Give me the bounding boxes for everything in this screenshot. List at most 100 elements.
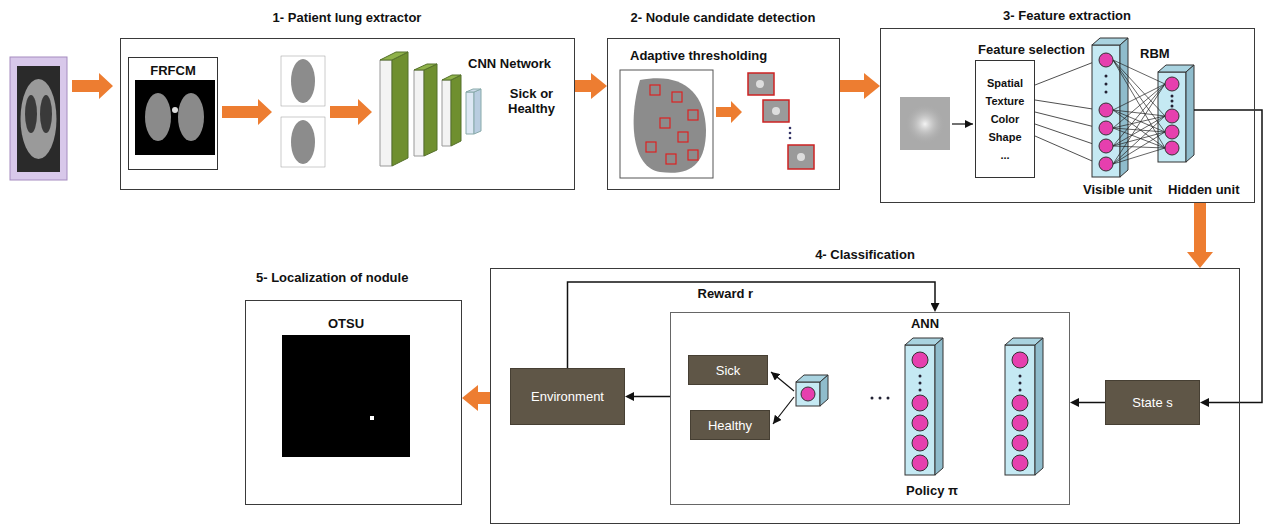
ann-network bbox=[919, 389, 922, 392]
box-text: Texture bbox=[986, 95, 1025, 108]
heading-text: 2- Nodule candidate detection bbox=[631, 10, 816, 25]
box-text: Spatial bbox=[987, 77, 1023, 90]
part-label: Visible unit bbox=[1083, 182, 1152, 197]
cnn-layers bbox=[414, 64, 437, 70]
class-box: Healthy bbox=[690, 410, 770, 440]
heading-text: 4- Classification bbox=[815, 247, 915, 262]
ann-network bbox=[801, 352, 1028, 471]
box-text: Environment bbox=[531, 389, 604, 404]
candidate-image bbox=[748, 73, 774, 95]
ann-network bbox=[912, 415, 928, 431]
candidate-image bbox=[772, 107, 780, 115]
candidate-image bbox=[763, 100, 789, 122]
rbm-network bbox=[1171, 95, 1174, 98]
ct-scan-input bbox=[25, 95, 37, 133]
cnn-layers bbox=[451, 75, 461, 146]
ct-scan-input bbox=[10, 57, 67, 180]
candidate-image bbox=[646, 85, 698, 164]
candidate-image bbox=[634, 78, 706, 173]
ann-network bbox=[935, 338, 943, 475]
flow-arrow bbox=[478, 392, 490, 404]
rbm-network bbox=[1105, 83, 1108, 86]
candidate-image bbox=[688, 150, 698, 160]
nodule-patch bbox=[952, 123, 973, 124]
ann-network bbox=[771, 372, 794, 391]
lung-crop-image bbox=[281, 117, 325, 167]
ann-network bbox=[912, 352, 928, 368]
part-label: CNN Network bbox=[468, 56, 551, 71]
lung-mask-image bbox=[178, 93, 204, 141]
stage-panel: 5- Localization of noduleOTSU bbox=[245, 300, 462, 505]
process-box: State s bbox=[1105, 380, 1200, 425]
heading-text: OTSU bbox=[328, 316, 364, 331]
box-text: Color bbox=[991, 113, 1020, 126]
part-label: Adaptive thresholding bbox=[630, 48, 767, 63]
heading-text: 5- Localization of nodule bbox=[256, 270, 408, 285]
candidate-image bbox=[666, 154, 676, 164]
rbm-network bbox=[1165, 125, 1179, 139]
rbm-network bbox=[1105, 91, 1108, 94]
heading-text: 3- Feature extraction bbox=[1003, 8, 1131, 23]
rbm-network bbox=[1171, 100, 1174, 103]
rbm-network bbox=[1165, 109, 1179, 123]
cnn-layers bbox=[474, 89, 481, 134]
lung-mask-image bbox=[135, 80, 215, 155]
flow-arrow bbox=[1194, 203, 1206, 252]
rbm-network bbox=[1165, 77, 1179, 91]
nodule-patch bbox=[900, 97, 950, 150]
ann-network bbox=[905, 345, 935, 475]
ann-network bbox=[1019, 389, 1022, 392]
flow-arrow bbox=[840, 80, 864, 92]
cnn-layers bbox=[380, 52, 481, 166]
flow-arrow bbox=[716, 101, 742, 123]
edge-label: Reward r bbox=[696, 286, 756, 301]
rbm-network bbox=[1099, 53, 1179, 171]
lung-mask-image bbox=[172, 107, 178, 113]
output-image bbox=[282, 335, 410, 457]
rbm-network bbox=[1105, 75, 1174, 108]
ann-network bbox=[1005, 345, 1035, 475]
candidate-image bbox=[620, 70, 814, 178]
box-text: Sick bbox=[716, 363, 741, 378]
image-frame: FRFCM bbox=[128, 57, 218, 170]
ann-network bbox=[820, 375, 828, 406]
lung-crop-image bbox=[291, 120, 315, 164]
candidate-image bbox=[660, 118, 670, 128]
rbm-network bbox=[1194, 109, 1255, 111]
rbm-network bbox=[1171, 105, 1174, 108]
candidate-image bbox=[678, 132, 688, 142]
box-text: State s bbox=[1132, 395, 1172, 410]
box-text: Shape bbox=[988, 131, 1021, 144]
ann-network bbox=[912, 435, 928, 451]
flow-arrow bbox=[72, 73, 113, 99]
ann-network bbox=[887, 397, 890, 400]
connector-arrow bbox=[1079, 402, 1105, 404]
ann-network bbox=[879, 397, 882, 400]
ann-network bbox=[912, 395, 928, 411]
heading-text: Policy π bbox=[906, 483, 958, 498]
lung-mask-image bbox=[145, 93, 171, 141]
ann-network bbox=[1019, 382, 1022, 385]
cnn-layers bbox=[442, 80, 451, 146]
flow-arrow bbox=[575, 80, 591, 92]
ann-network bbox=[919, 382, 922, 385]
ann-network bbox=[1012, 435, 1028, 451]
class-box: Sick bbox=[688, 355, 768, 385]
ct-scan-input bbox=[10, 57, 67, 180]
part-label: RBM bbox=[1140, 46, 1170, 61]
stage-panel: 4- ClassificationANNPolicy πSickHealthyE… bbox=[490, 268, 1240, 524]
candidate-image bbox=[650, 85, 660, 95]
ann-network bbox=[796, 382, 820, 406]
box-text: ... bbox=[1000, 149, 1009, 162]
rbm-network bbox=[1099, 53, 1113, 67]
ann-network bbox=[871, 397, 874, 400]
flow-arrow bbox=[330, 99, 372, 125]
output-image bbox=[370, 416, 374, 420]
lung-crop-image bbox=[291, 59, 315, 103]
cnn-layers bbox=[424, 64, 437, 156]
rbm-network bbox=[1099, 121, 1113, 135]
candidate-image bbox=[789, 127, 792, 130]
rbm-network bbox=[1035, 38, 1255, 177]
